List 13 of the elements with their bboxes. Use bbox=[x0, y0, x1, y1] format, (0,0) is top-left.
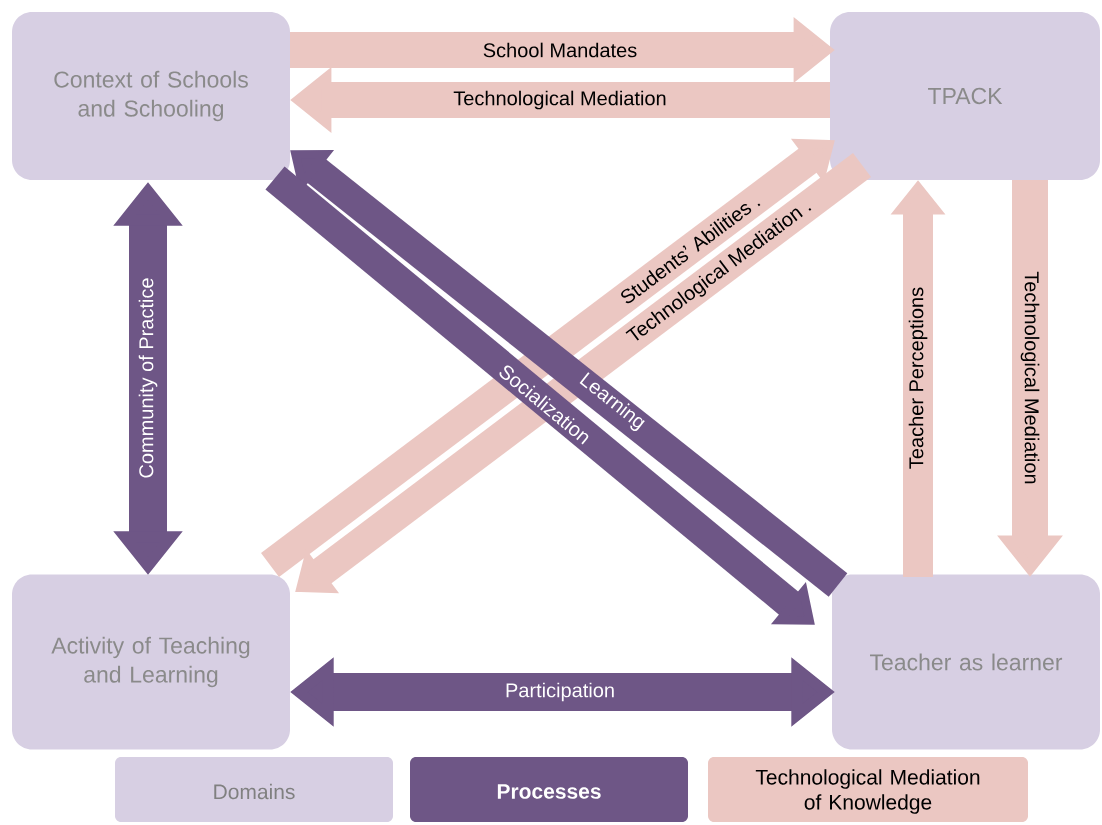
arrow-label: Community of Practice bbox=[138, 278, 158, 478]
arrow-label: Technological Mediation bbox=[453, 90, 666, 110]
legend-label: Processes bbox=[497, 784, 601, 799]
domain-box: Context of Schools and Schooling bbox=[12, 12, 290, 180]
domain-box: Activity of Teaching and Learning bbox=[12, 574, 290, 750]
domain-box: Teacher as learner bbox=[832, 574, 1100, 750]
arrow-label: Participation bbox=[506, 682, 614, 702]
arrow-label: School Mandates bbox=[483, 42, 637, 58]
arrow-label: Teacher Perceptions bbox=[908, 287, 928, 469]
domain-box: TPACK bbox=[830, 12, 1100, 180]
arrow-label: Technological Mediation bbox=[1020, 271, 1040, 484]
legend-label: Technological Mediation of Knowledge bbox=[755, 769, 980, 814]
legend-label: Domains bbox=[214, 783, 295, 800]
